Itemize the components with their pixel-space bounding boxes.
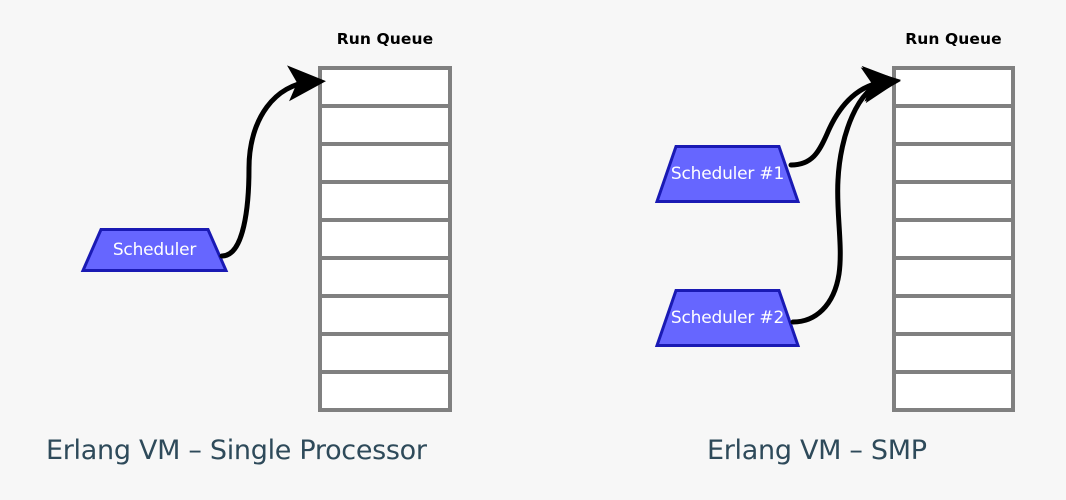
queue-cell xyxy=(322,336,448,370)
queue-cell xyxy=(322,108,448,142)
queue-cell xyxy=(896,374,1011,408)
queue-cell xyxy=(322,70,448,104)
scheduler-node-single[interactable]: Scheduler xyxy=(80,228,229,272)
queue-cell xyxy=(896,260,1011,294)
queue-cell xyxy=(896,70,1011,104)
queue-cell xyxy=(322,184,448,218)
queue-cell xyxy=(896,298,1011,332)
queue-cell xyxy=(322,146,448,180)
run-queue-label-right: Run Queue xyxy=(905,30,1002,48)
queue-cell xyxy=(896,222,1011,256)
run-queue-left xyxy=(318,66,452,412)
arrow-scheduler1-to-queue xyxy=(788,65,901,168)
scheduler-node-1[interactable]: Scheduler #1 xyxy=(654,145,801,203)
queue-cell xyxy=(322,374,448,408)
scheduler-label: Scheduler xyxy=(112,239,197,260)
queue-cell xyxy=(322,260,448,294)
queue-cell xyxy=(322,298,448,332)
queue-cell xyxy=(896,108,1011,142)
queue-cell xyxy=(896,184,1011,218)
caption-smp: Erlang VM – SMP xyxy=(707,435,927,466)
queue-cell xyxy=(322,222,448,256)
arrow-scheduler-to-queue-left xyxy=(219,65,326,259)
queue-cell xyxy=(896,336,1011,370)
run-queue-label-left: Run Queue xyxy=(336,30,434,48)
queue-cell xyxy=(896,146,1011,180)
caption-single-processor: Erlang VM – Single Processor xyxy=(46,435,427,466)
trapezoid-shape xyxy=(80,228,229,272)
scheduler-label: Scheduler #1 xyxy=(670,163,785,184)
run-queue-right xyxy=(892,66,1015,412)
scheduler-node-2[interactable]: Scheduler #2 xyxy=(654,289,801,347)
trapezoid-shape xyxy=(654,289,801,347)
scheduler-label: Scheduler #2 xyxy=(670,307,785,328)
arrow-scheduler2-to-queue xyxy=(790,67,901,325)
